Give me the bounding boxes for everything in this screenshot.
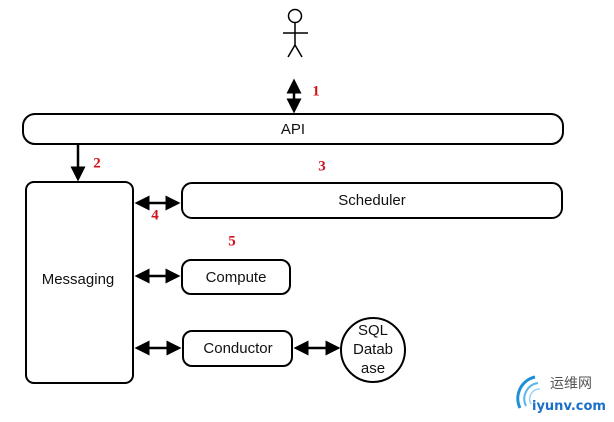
database-label-line-2: Datab xyxy=(353,341,393,358)
scheduler-label: Scheduler xyxy=(338,192,406,209)
compute-label: Compute xyxy=(206,269,267,286)
conductor-box: Conductor xyxy=(182,330,293,367)
step-3-label: 3 xyxy=(318,158,326,174)
watermark-chinese: 运维网 xyxy=(550,376,592,392)
watermark-logo: 运维网 iyunv.com xyxy=(516,375,606,414)
compute-box: Compute xyxy=(181,259,291,295)
step-1-label: 1 xyxy=(312,83,320,99)
messaging-box: Messaging xyxy=(25,181,134,384)
step-4-label: 4 xyxy=(151,207,159,223)
database-label-line-3: ase xyxy=(361,360,385,377)
database-label-line-1: SQL xyxy=(358,322,388,339)
conductor-label: Conductor xyxy=(203,340,272,357)
messaging-label: Messaging xyxy=(42,271,115,288)
watermark-url: iyunv.com xyxy=(532,399,606,414)
sql-database-circle: SQL Datab ase xyxy=(340,317,406,383)
api-box: API xyxy=(22,113,564,145)
user-actor-icon xyxy=(283,8,308,58)
step-2-label: 2 xyxy=(93,155,101,171)
api-label: API xyxy=(281,121,305,138)
scheduler-box: Scheduler xyxy=(181,182,563,219)
step-5-label: 5 xyxy=(228,233,236,249)
